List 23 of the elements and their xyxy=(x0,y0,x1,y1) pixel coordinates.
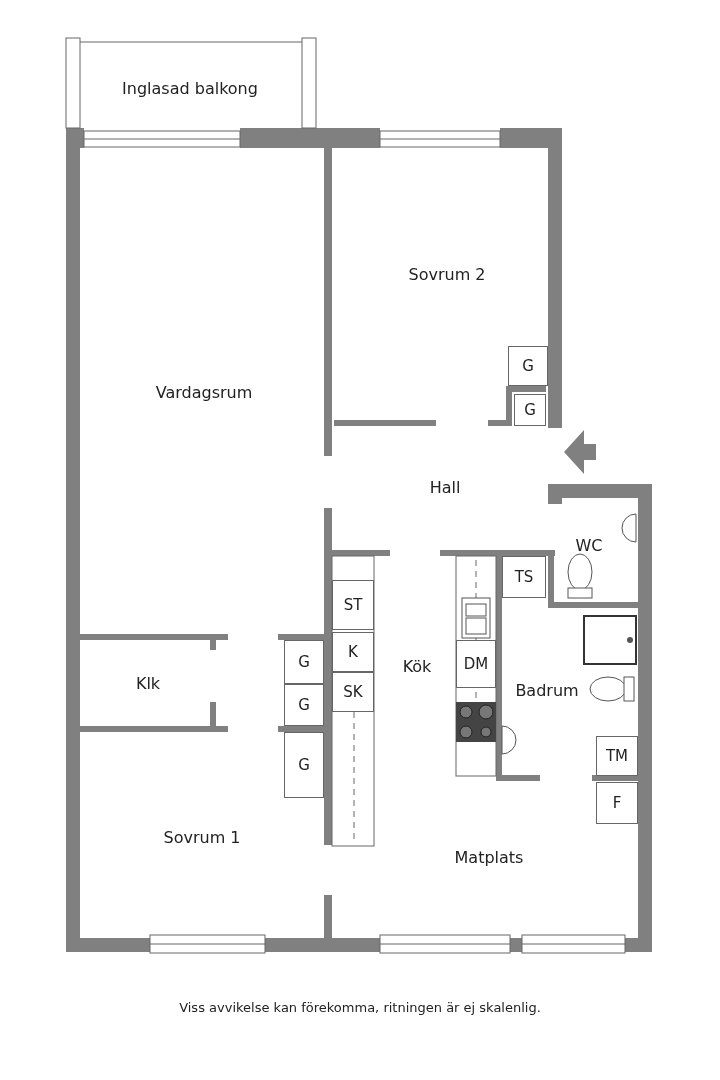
room-label: Hall xyxy=(429,477,461,497)
room-label: Matplats xyxy=(454,847,524,867)
cabinet-box: TS xyxy=(502,556,546,598)
room-label: Sovrum 2 xyxy=(408,264,486,284)
room-label: Kök xyxy=(402,656,432,676)
room-label: Sovrum 1 xyxy=(163,827,241,847)
room-label: Inglasad balkong xyxy=(122,78,258,98)
room-label: Vardagsrum xyxy=(155,382,253,402)
cabinet-box: G xyxy=(284,732,324,798)
cabinet-box: G xyxy=(514,394,546,426)
cabinet-box: G xyxy=(284,684,324,726)
cabinet-box: F xyxy=(596,782,638,824)
cabinet-box: G xyxy=(508,346,548,386)
cabinet-box: TM xyxy=(596,736,638,776)
cabinet-box: ST xyxy=(332,580,374,630)
cabinet-box: DM xyxy=(456,640,496,688)
cabinet-box: G xyxy=(284,640,324,684)
room-label: Klk xyxy=(135,673,161,693)
cabinet-box: K xyxy=(332,632,374,672)
cabinet-box: SK xyxy=(332,672,374,712)
caption: Viss avvikelse kan förekomma, ritningen är ej skalenlig. xyxy=(178,1000,542,1015)
room-label: Badrum xyxy=(515,680,579,700)
room-label: WC xyxy=(575,535,603,555)
